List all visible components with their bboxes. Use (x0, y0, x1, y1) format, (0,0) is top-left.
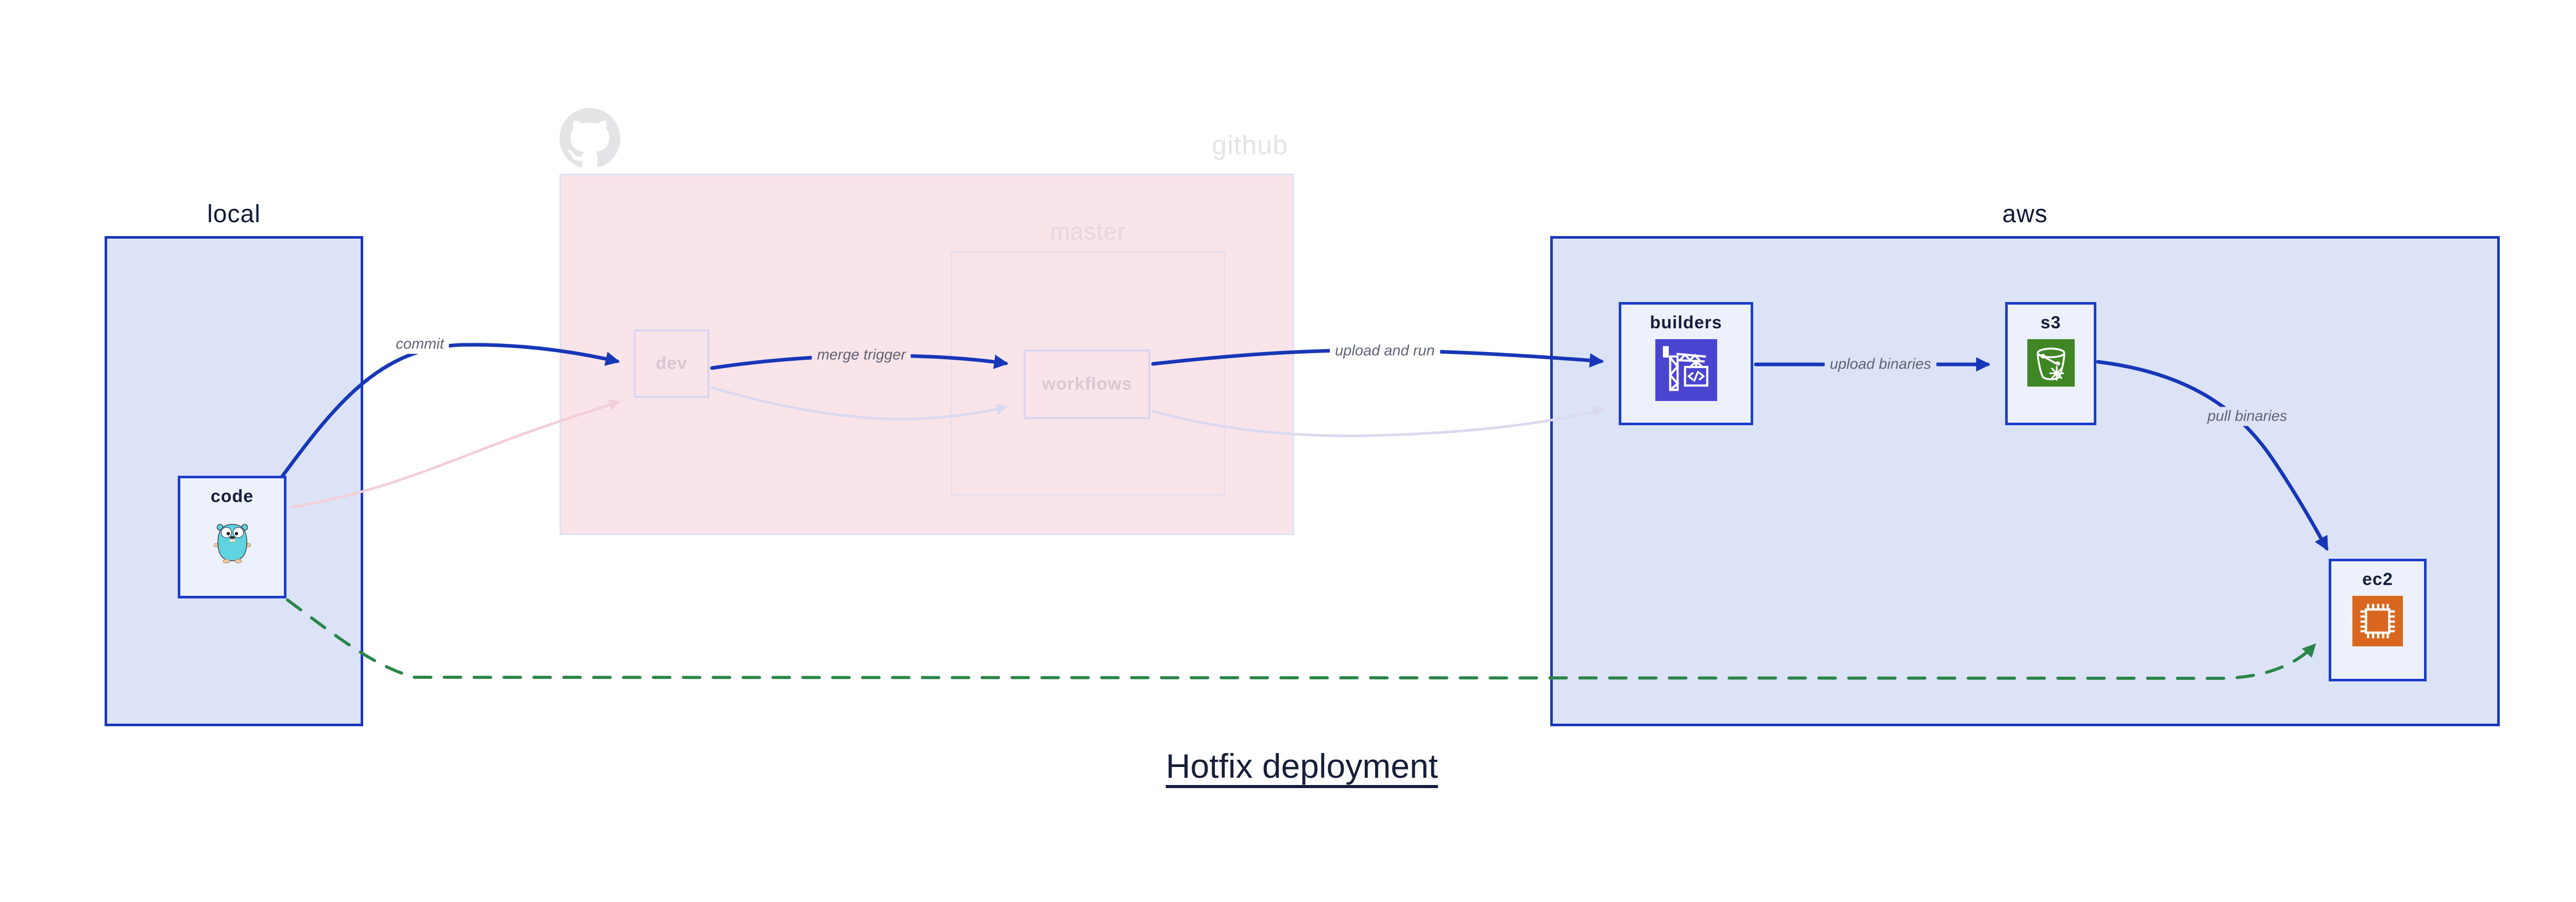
s3-glacier-bucket-icon (2027, 339, 2075, 389)
edge-label-commit: commit (391, 335, 449, 354)
page-title-text: Hotfix deployment (1165, 747, 1438, 785)
master-branch-box (951, 252, 1225, 496)
node-s3: s3 (2005, 302, 2096, 425)
node-ec2-label: ec2 (2362, 570, 2393, 589)
edge-label-upload-and-run: upload and run (1330, 341, 1440, 361)
master-branch-label: master (1050, 218, 1126, 245)
node-ec2: ec2 (2329, 559, 2427, 681)
node-code-label: code (210, 487, 254, 506)
go-gopher-icon (213, 513, 251, 571)
node-s3-label: s3 (2040, 313, 2061, 332)
github-octocat-icon (560, 107, 620, 171)
ec2-chip-icon (2352, 596, 2403, 649)
edge-label-pull-binaries: pull binaries (2202, 407, 2293, 426)
github-group-label: github (1212, 130, 1288, 160)
local-group-label: local (207, 201, 261, 228)
node-code: code (178, 476, 286, 598)
node-workflows: workflows (1024, 349, 1150, 419)
edge-label-upload-binaries: upload binaries (1824, 355, 1937, 374)
codebuild-crane-icon (1655, 339, 1717, 404)
node-workflows-label: workflows (1042, 374, 1132, 394)
edge-label-merge-trigger: merge trigger (811, 345, 911, 365)
node-builders: builders (1619, 302, 1753, 425)
node-builders-label: builders (1650, 313, 1722, 332)
node-dev: dev (634, 329, 709, 398)
aws-group-label: aws (2002, 201, 2048, 228)
page-title: Hotfix deployment (0, 746, 2576, 786)
node-dev-label: dev (655, 354, 688, 373)
